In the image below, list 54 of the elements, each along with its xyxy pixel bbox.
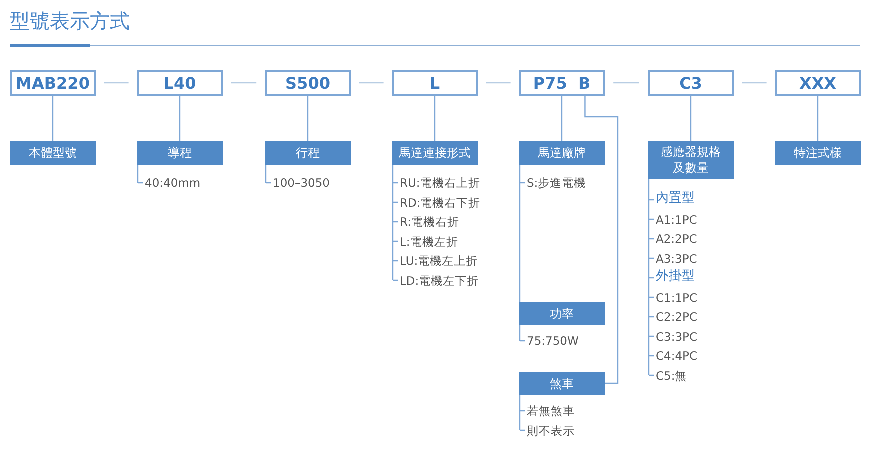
- category-box: 特注式樣: [775, 141, 861, 165]
- code-box: P75 B: [519, 70, 605, 96]
- code-box: L: [392, 70, 478, 96]
- category-box: 馬達廠牌: [519, 141, 605, 165]
- category-box: 行程: [265, 141, 351, 165]
- connector-line: [690, 96, 692, 141]
- category-box: 本體型號: [10, 141, 96, 165]
- option-text: C4:4PC: [656, 349, 698, 363]
- connector-line: [104, 82, 129, 84]
- option-text: 40:40mm: [145, 176, 201, 190]
- code-box: MAB220: [10, 70, 96, 96]
- category-box: 感應器規格及數量: [648, 141, 734, 179]
- connector-line: [52, 96, 54, 141]
- option-text: S:步進電機: [527, 176, 586, 190]
- connector-line: [486, 82, 511, 84]
- code-box: XXX: [775, 70, 861, 96]
- code-box: L40: [137, 70, 223, 96]
- option-text: C3:3PC: [656, 330, 698, 344]
- category-box: 煞車: [519, 372, 605, 395]
- title: 型號表示方式: [10, 8, 130, 35]
- option-text: RD:電機右下折: [400, 196, 481, 210]
- code-box: C3: [648, 70, 734, 96]
- connector-line: [359, 82, 384, 84]
- option-text: RU:電機右上折: [400, 176, 480, 190]
- code-box: S500: [265, 70, 351, 96]
- connector-line: [231, 82, 257, 84]
- option-text: A1:1PC: [656, 212, 698, 226]
- connector-line: [584, 96, 619, 384]
- connector-line: [179, 96, 181, 141]
- option-text: 若無煞車: [527, 404, 575, 418]
- connector-line: [817, 96, 819, 141]
- connector-line: [742, 82, 767, 84]
- option-text: 75:750W: [527, 334, 579, 348]
- connector-line: [614, 82, 640, 84]
- option-text: 則不表示: [527, 424, 575, 438]
- group-heading: 外掛型: [656, 270, 695, 284]
- category-box: 導程: [137, 141, 223, 165]
- option-text: 100–3050: [273, 176, 330, 190]
- option-text: R:電機右折: [400, 215, 460, 229]
- option-text: A3:3PC: [656, 252, 698, 266]
- category-box: 馬達連接形式: [392, 141, 478, 165]
- option-text: C1:1PC: [656, 290, 698, 304]
- connector-line: [434, 96, 436, 141]
- option-text: LD:電機左下折: [400, 274, 480, 288]
- connector-line: [307, 96, 309, 141]
- category-box: 功率: [519, 302, 605, 325]
- option-text: A2:2PC: [656, 232, 698, 246]
- group-heading: 內置型: [656, 192, 695, 206]
- connector-line: [519, 165, 521, 302]
- option-text: LU:電機左上折: [400, 254, 478, 268]
- option-text: C5:無: [656, 368, 688, 382]
- option-text: C2:2PC: [656, 310, 698, 324]
- connector-line: [561, 96, 563, 141]
- option-text: L:電機左折: [400, 234, 458, 248]
